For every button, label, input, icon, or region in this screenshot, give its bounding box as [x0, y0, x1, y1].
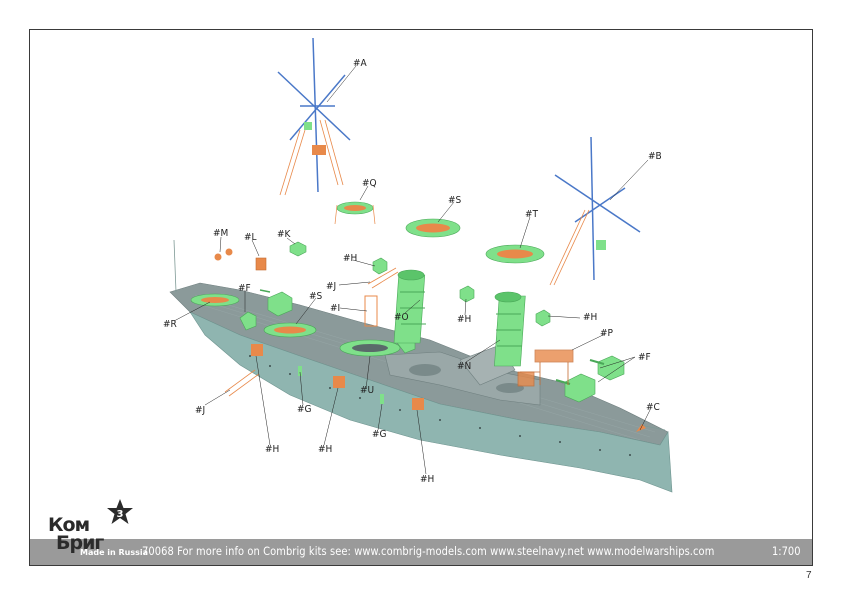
- callout-t: #T: [525, 209, 539, 220]
- boat-s-deck-inner: [274, 326, 306, 334]
- logo-line-2: Бриг: [56, 532, 104, 554]
- callout-m: #M: [213, 228, 228, 239]
- footer-info-text: 70068 For more info on Combrig kits see:…: [142, 544, 715, 558]
- callout-q: #Q: [362, 178, 377, 189]
- made-in-russia: Made in Russia: [80, 548, 149, 557]
- part-j-upper: [367, 267, 399, 289]
- callout-o: #O: [394, 312, 409, 323]
- mast-a: [277, 37, 351, 196]
- ensign-staff: [173, 239, 177, 293]
- deck-parts: [190, 289, 646, 432]
- part-h-right: [535, 309, 551, 327]
- callout-g-fwd: #G: [372, 429, 387, 440]
- callout-f-fwd: #F: [638, 352, 651, 363]
- part-j-lower: [224, 369, 260, 397]
- callout-c: #C: [646, 402, 660, 413]
- callout-r: #R: [163, 319, 177, 330]
- callout-f-aft: #F: [238, 283, 251, 294]
- callout-h-upper: #H: [343, 253, 357, 264]
- funnel-base-aft: [496, 383, 524, 393]
- gun-sponson-f: [239, 311, 257, 331]
- callout-labels: #A #B #C #F #F #G #G #H #H #H #H #H #H #…: [163, 58, 662, 485]
- gun-turret-fwd-upper: [597, 355, 625, 381]
- callout-i: #I: [330, 303, 340, 314]
- kombrig-logo: 3 Ком Бриг Made in Russia: [44, 499, 148, 562]
- callout-h-deck-3: #H: [420, 474, 434, 485]
- callout-j-lower: #J: [195, 405, 205, 416]
- funnel-base: [409, 364, 441, 376]
- mast-b: [549, 136, 641, 286]
- part-l: [255, 257, 267, 271]
- callout-j-upper: #J: [326, 281, 336, 292]
- boat-r-inner: [201, 297, 229, 303]
- part-g: [298, 366, 384, 404]
- part-h-upper: [372, 257, 388, 275]
- star-icon: 3: [107, 499, 133, 524]
- callout-h-mid: #H: [457, 314, 471, 325]
- page-number: 7: [806, 570, 812, 581]
- scale-label: 1:700: [772, 544, 801, 558]
- gun-turret-fwd: [564, 373, 596, 403]
- gun-turret-aft: [267, 291, 293, 317]
- callout-b: #B: [648, 151, 662, 162]
- bridge-platform-p: [517, 349, 574, 387]
- logo-line-1: Ком: [48, 514, 90, 536]
- portholes: [249, 355, 631, 456]
- funnel-o: [393, 269, 426, 344]
- callout-h-deck-2: #H: [318, 444, 332, 455]
- callout-a: #A: [353, 58, 368, 69]
- star-number: 3: [117, 509, 124, 520]
- part-h-deck: [251, 344, 424, 410]
- part-m: [214, 248, 233, 261]
- callout-u: #U: [360, 385, 374, 396]
- funnel-n: [494, 291, 526, 367]
- leader-lines: [173, 65, 651, 475]
- callout-s-deck: #S: [309, 291, 323, 302]
- footer-band: [30, 539, 812, 565]
- boat-q: [334, 201, 376, 225]
- callout-g-aft: #G: [297, 404, 312, 415]
- boat-s: [405, 218, 461, 238]
- callout-h-right: #H: [583, 312, 597, 323]
- callout-s-boat: #S: [448, 195, 462, 206]
- callout-n: #N: [457, 361, 471, 372]
- part-h-mid: [459, 285, 475, 303]
- boat-t: [485, 244, 545, 264]
- callout-h-deck-1: #H: [265, 444, 279, 455]
- hull-side: [189, 311, 673, 493]
- callout-p: #P: [600, 328, 614, 339]
- callout-k: #K: [277, 229, 292, 240]
- bow-rail: [639, 424, 666, 431]
- callout-l: #L: [244, 232, 257, 243]
- boat-u-inner: [352, 344, 388, 352]
- part-k: [289, 241, 307, 257]
